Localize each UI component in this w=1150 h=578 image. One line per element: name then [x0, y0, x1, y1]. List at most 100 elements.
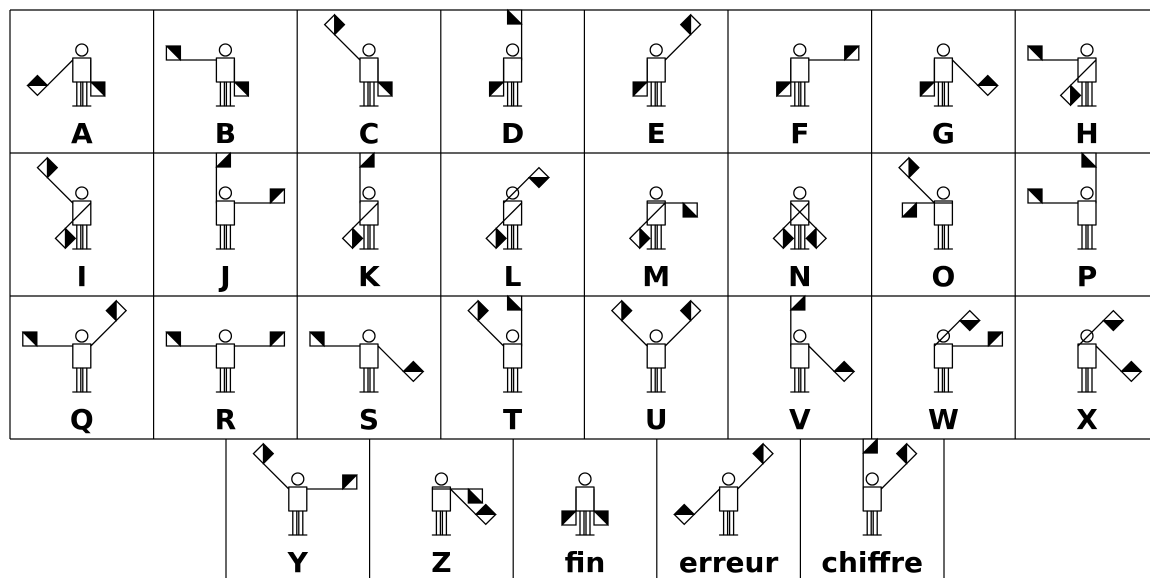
head	[76, 330, 88, 342]
flag-black	[753, 444, 763, 464]
flag-black	[1071, 85, 1081, 105]
flag-black	[640, 228, 650, 248]
flag-black	[783, 228, 793, 248]
semaphore-cell-erreur: erreur	[674, 444, 778, 578]
torso	[934, 201, 952, 225]
cell-label: T	[503, 403, 522, 436]
head	[507, 187, 519, 199]
arm	[881, 464, 906, 489]
head	[363, 44, 375, 56]
torso	[504, 344, 522, 368]
flag-black	[496, 228, 506, 248]
cell-label: U	[645, 403, 668, 436]
head	[650, 330, 662, 342]
head	[507, 44, 519, 56]
head	[937, 330, 949, 342]
flag-black	[529, 178, 549, 188]
torso	[216, 344, 234, 368]
flag-black	[806, 228, 816, 248]
arm	[47, 178, 72, 203]
torso	[934, 58, 952, 82]
semaphore-cell-W: W	[928, 311, 1002, 436]
head	[507, 330, 519, 342]
head	[1081, 187, 1093, 199]
flag-black	[65, 228, 75, 248]
torso	[504, 58, 522, 82]
torso	[360, 58, 378, 82]
cell-label: A	[71, 117, 93, 150]
flag-black	[897, 444, 907, 464]
cell-label: W	[928, 403, 959, 436]
semaphore-cell-fin: fin	[562, 473, 608, 578]
cell-label: fin	[565, 546, 606, 578]
head	[76, 187, 88, 199]
torso	[216, 201, 234, 225]
semaphore-cell-Z: Z	[431, 473, 495, 578]
cell-label: erreur	[679, 546, 779, 578]
arm	[378, 346, 403, 371]
arm	[91, 321, 116, 346]
cell-label: chiffre	[821, 546, 923, 578]
head	[579, 473, 591, 485]
cell-label: V	[789, 403, 811, 436]
flag-black	[353, 228, 363, 248]
arm	[665, 321, 690, 346]
flag-black	[47, 158, 57, 178]
head	[435, 473, 447, 485]
torso	[216, 58, 234, 82]
semaphore-cell-P: P	[1028, 153, 1097, 293]
semaphore-cell-G: G	[920, 44, 997, 150]
torso	[647, 344, 665, 368]
semaphore-cell-N: N	[773, 187, 826, 293]
head	[1081, 44, 1093, 56]
cell-label: Y	[287, 546, 309, 578]
head	[292, 473, 304, 485]
arm	[47, 60, 72, 85]
cell-label: E	[647, 117, 666, 150]
cell-label: G	[932, 117, 955, 150]
arm	[622, 321, 647, 346]
flag-black	[478, 301, 488, 321]
head	[937, 187, 949, 199]
flag-black	[476, 505, 496, 515]
head	[650, 187, 662, 199]
cell-label: L	[504, 260, 522, 293]
flag-black	[1103, 321, 1123, 331]
torso	[1078, 201, 1096, 225]
torso	[360, 201, 378, 225]
torso	[576, 487, 594, 511]
semaphore-cell-R: R	[166, 330, 284, 436]
semaphore-cell-C: C	[325, 15, 392, 150]
cell-label: C	[359, 117, 380, 150]
semaphore-cell-Q: Q	[23, 301, 126, 436]
head	[219, 330, 231, 342]
semaphore-cell-F: F	[777, 44, 859, 150]
semaphore-cell-E: E	[633, 15, 700, 150]
semaphore-cell-S: S	[310, 330, 423, 436]
cell-label: S	[359, 403, 379, 436]
flag-black	[622, 301, 632, 321]
semaphore-cell-M: M	[630, 187, 697, 293]
semaphore-cell-O: O	[899, 158, 955, 293]
semaphore-cell-X: X	[1076, 311, 1141, 436]
torso	[647, 201, 665, 225]
cell-label: X	[1076, 403, 1098, 436]
arm	[909, 178, 934, 203]
cell-label: O	[931, 260, 955, 293]
flag-black	[1121, 362, 1141, 372]
torso	[73, 201, 91, 225]
cell-label: J	[218, 260, 230, 293]
flag-black	[909, 158, 919, 178]
torso	[1078, 58, 1096, 82]
arm	[478, 321, 503, 346]
head	[1081, 330, 1093, 342]
arm	[335, 35, 360, 60]
semaphore-cell-Y: Y	[253, 444, 356, 578]
semaphore-cell-I: I	[37, 158, 90, 293]
semaphore-cell-A: A	[28, 44, 105, 150]
semaphore-cell-U: U	[612, 301, 701, 436]
arm	[1096, 346, 1121, 371]
head	[794, 44, 806, 56]
torso	[73, 344, 91, 368]
semaphore-cell-D: D	[490, 10, 525, 150]
